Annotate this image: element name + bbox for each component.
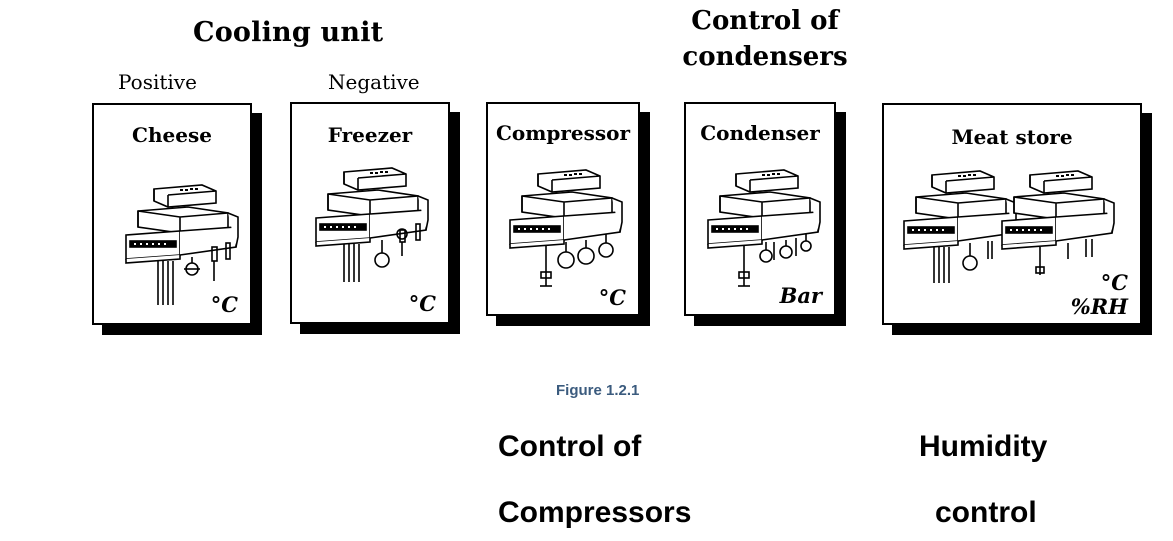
- positive-label: Positive: [118, 70, 197, 94]
- control-condensers-line1: Control of: [691, 6, 839, 36]
- controller-device-icon: [315, 167, 429, 282]
- cooling-unit-heading: Cooling unit: [193, 17, 384, 48]
- figure-caption: Figure 1.2.1: [556, 382, 640, 399]
- panel-unit: Bar: [779, 283, 822, 308]
- panel-title: Condenser: [700, 121, 820, 145]
- panel-cheese: Cheese °C: [92, 103, 262, 335]
- panel-freezer: Freezer °C: [290, 102, 460, 334]
- panel-meat-store: Meat store °C %RH: [882, 103, 1152, 335]
- panel-unit-group: °C %RH: [1071, 271, 1128, 319]
- humidity-control-line1: Humidity: [919, 430, 1048, 463]
- panel-unit-humidity: %RH: [1070, 294, 1128, 319]
- negative-label: Negative: [328, 70, 420, 94]
- panel-condenser: Condenser Bar: [684, 102, 846, 326]
- humidity-control-line2: control: [935, 496, 1037, 529]
- panel-title: Cheese: [132, 123, 212, 147]
- panel-unit: °C: [1100, 270, 1128, 295]
- controller-device-icon: [509, 169, 623, 287]
- panel-compressor: Compressor °C: [486, 102, 650, 326]
- controller-device-icon: [707, 169, 821, 287]
- control-condensers-heading: Control of condensers: [680, 3, 850, 75]
- panel-unit: °C: [210, 292, 238, 317]
- controller-device-icon: [125, 184, 239, 305]
- panel-unit: °C: [598, 285, 626, 310]
- panel-title: Meat store: [951, 125, 1073, 149]
- control-compressors-line1: Control of: [498, 430, 642, 463]
- control-condensers-line2: condensers: [682, 42, 848, 72]
- controller-device-icon: [903, 170, 1115, 283]
- control-compressors-line2: Compressors: [498, 496, 692, 529]
- panel-unit: °C: [408, 291, 436, 316]
- panel-title: Freezer: [327, 123, 413, 147]
- panel-title: Compressor: [495, 121, 631, 145]
